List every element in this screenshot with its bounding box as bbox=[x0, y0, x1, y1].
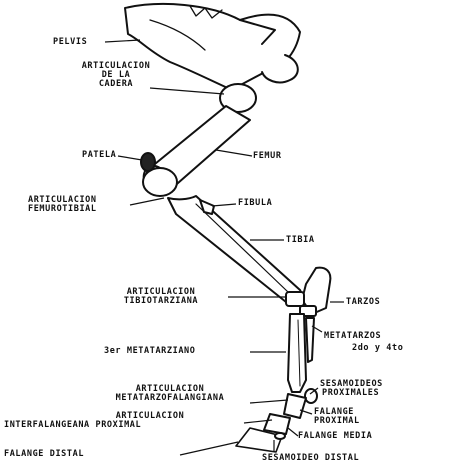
leader-femur bbox=[216, 150, 252, 156]
tarsal-bones bbox=[286, 268, 330, 316]
femur-bone bbox=[143, 84, 256, 196]
metatarsal-bones bbox=[288, 314, 314, 392]
leader-metatarzofalangiana bbox=[250, 400, 288, 403]
label-distal-sesamoid: SESAMOIDEO DISTAL bbox=[262, 454, 359, 463]
leader-falange-distal bbox=[180, 442, 238, 455]
leader-cadera bbox=[150, 88, 224, 94]
leader-fibula bbox=[212, 204, 236, 206]
patella-bone bbox=[141, 153, 155, 171]
proximal-phalanx-bone bbox=[284, 394, 306, 418]
label-femur: FEMUR bbox=[253, 152, 282, 161]
label-tarsals: TARZOS bbox=[346, 298, 380, 307]
label-pelvis: PELVIS bbox=[53, 38, 87, 47]
label-tibia: TIBIA bbox=[286, 236, 315, 245]
leader-falange-media bbox=[288, 428, 298, 436]
label-distal-phalanx: FALANGE DISTAL bbox=[4, 450, 84, 459]
label-patella: PATELA bbox=[82, 151, 116, 160]
label-fibula: FIBULA bbox=[238, 199, 272, 208]
label-femorotibial-2: FEMUROTIBIAL bbox=[28, 205, 97, 214]
label-middle-phalanx: FALANGE MEDIA bbox=[298, 432, 372, 441]
label-proximal-sesamoids-2: PROXIMALES bbox=[322, 389, 379, 398]
label-metatarsophalangeal-2: METATARZOFALANGIANA bbox=[90, 394, 250, 403]
proximal-sesamoid-bones bbox=[305, 389, 317, 403]
label-hip-joint-3: CADERA bbox=[80, 80, 152, 89]
leader-pelvis bbox=[105, 40, 140, 42]
distal-sesamoid-bone bbox=[275, 433, 285, 439]
label-tibiotarsal-2: TIBIOTARZIANA bbox=[95, 297, 227, 306]
leader-patela bbox=[118, 156, 142, 160]
label-third-metatarsal: 3er METATARZIANO bbox=[104, 347, 195, 356]
leader-femorotibial bbox=[130, 198, 164, 205]
middle-phalanx-bone bbox=[264, 414, 290, 434]
label-metatarsals-1: METATARZOS bbox=[324, 332, 381, 341]
label-metatarsals-2: 2do y 4to bbox=[352, 344, 403, 353]
label-proximal-phalanx-2: PROXIMAL bbox=[314, 417, 360, 426]
label-interphalangeal-2: INTERFALANGEANA PROXIMAL bbox=[4, 421, 141, 430]
